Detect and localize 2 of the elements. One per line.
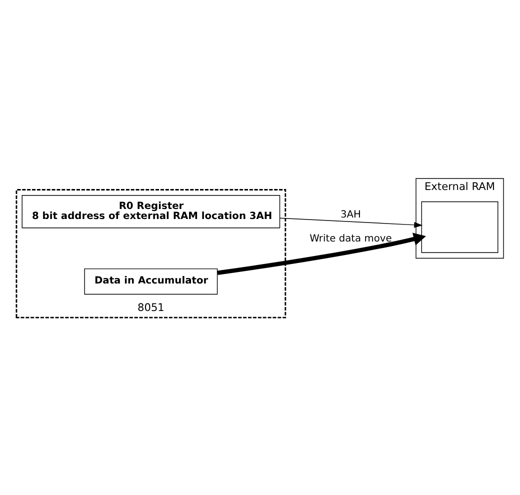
edge-label: Write data move — [310, 232, 392, 244]
edge-label: 3AH — [340, 208, 361, 220]
